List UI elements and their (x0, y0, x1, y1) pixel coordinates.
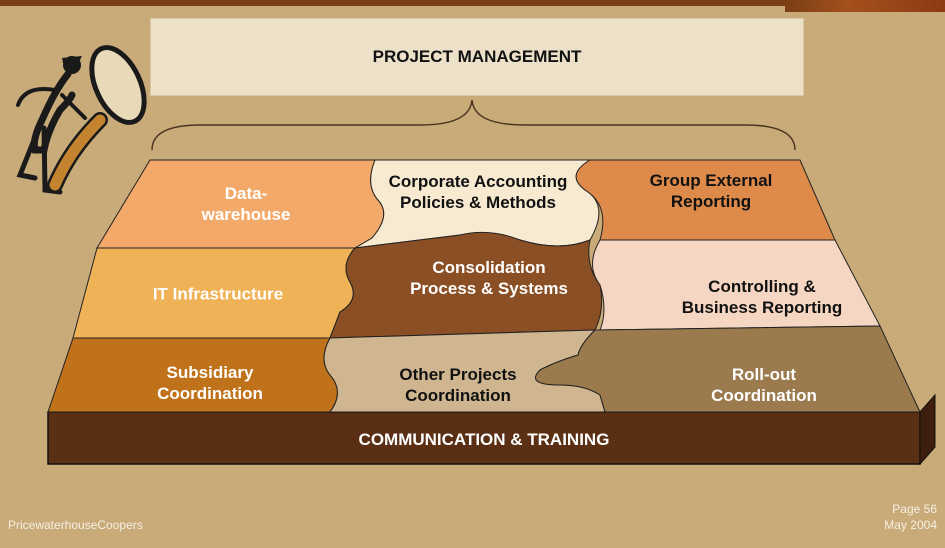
label-corporate-accounting: Corporate Accounting Policies & Methods (388, 172, 568, 212)
label-group-external: Group External Reporting (649, 171, 773, 211)
base-slab-side (919, 393, 936, 466)
label-other-projects: Other Projects Coordination (399, 365, 517, 405)
communication-training-label: COMMUNICATION & TRAINING (358, 430, 610, 449)
piece-rollout (535, 325, 921, 413)
top-decor-accent (785, 0, 945, 12)
label-consolidation: Consolidation Process & Systems (410, 258, 568, 298)
label-subsidiary: Subsidiary Coordination (157, 363, 263, 403)
brace (151, 99, 796, 151)
project-management-box: PROJECT MANAGEMENT (150, 18, 804, 96)
label-rollout: Roll-out Coordination (711, 365, 817, 405)
label-controlling: Controlling & Business Reporting (681, 277, 843, 317)
top-decor-strip (0, 0, 945, 6)
detective-magnifier-icon (16, 45, 147, 195)
footer-page: Page 56 (892, 502, 937, 516)
label-it-infrastructure: IT Infrastructure (152, 284, 284, 304)
project-management-title: PROJECT MANAGEMENT (372, 47, 582, 66)
label-datawarehouse: Data- warehouse (201, 184, 291, 224)
footer-company: PricewaterhouseCoopers (8, 518, 143, 532)
footer-date: May 2004 (884, 518, 937, 532)
